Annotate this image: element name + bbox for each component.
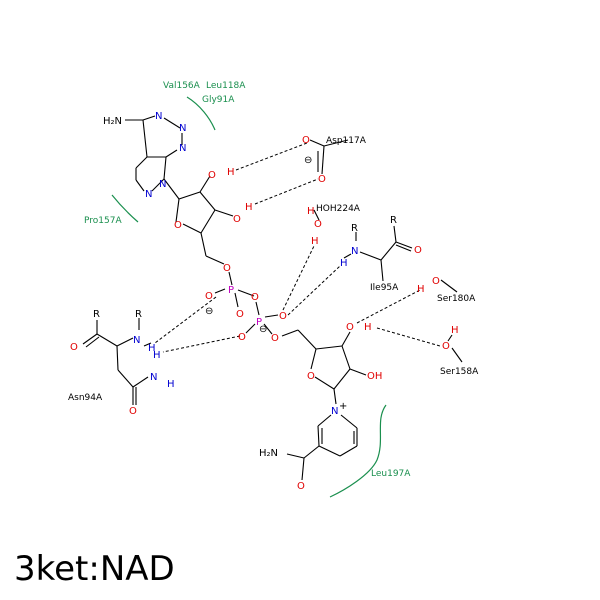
atom-o2-adenosine: O xyxy=(208,170,216,181)
leu197-label: Leu197A xyxy=(371,469,411,479)
ser158-h: H xyxy=(451,325,459,336)
pyridinium-ring xyxy=(286,414,358,481)
atom-pa: P xyxy=(228,285,234,296)
asn94-od1: O xyxy=(129,406,137,417)
charge-minus-1: ⊖ xyxy=(205,306,213,317)
adenosine-ribose xyxy=(163,175,234,265)
ser158-bond xyxy=(451,347,463,363)
amine-nh2-label: H₂N xyxy=(103,116,122,127)
ile95-r2: R xyxy=(390,215,397,226)
asn94-nd2-h2: H xyxy=(167,379,175,390)
asn94-label: Asn94A xyxy=(68,393,103,403)
ile95-r: R xyxy=(351,223,358,234)
atom-n3: N xyxy=(179,123,186,134)
asn94-r2: R xyxy=(135,309,142,320)
hoh224-h2: H xyxy=(311,236,319,247)
ser180-label: Ser180A xyxy=(437,294,476,304)
atom-o4-nicotinamide: O xyxy=(307,371,315,382)
asp117-charge: ⊖ xyxy=(304,155,312,166)
hydrophobic-arc-val156 xyxy=(186,96,216,131)
atom-n5: N xyxy=(145,189,152,200)
atom-h-o2: H xyxy=(227,167,235,178)
ser180-bond xyxy=(440,279,458,293)
charge-plus: + xyxy=(339,401,347,412)
pro157-label: Pro157A xyxy=(84,216,122,226)
hoh224-h1: H xyxy=(307,206,315,217)
atom-pn: P xyxy=(256,317,262,328)
asn94-nd2: N xyxy=(150,372,157,383)
ser158-oh-bond xyxy=(447,334,453,342)
atom-o3-adenosine: O xyxy=(233,214,241,225)
atom-n7: N xyxy=(179,143,186,154)
atom-h-o3n: H xyxy=(364,322,372,333)
atom-o-amide: O xyxy=(297,481,305,492)
hoh224-bond xyxy=(313,209,320,221)
asn94-o-backbone: O xyxy=(70,342,78,353)
asn94-residue xyxy=(82,318,152,405)
ile95-h: H xyxy=(340,258,348,269)
atom-on1: O xyxy=(279,311,287,322)
ser180-h: H xyxy=(417,284,425,295)
val156-label: Val156A xyxy=(163,81,201,91)
hoh224-o: O xyxy=(314,219,322,230)
leu118-label: Leu118A xyxy=(206,81,246,91)
ser180-o: O xyxy=(432,276,440,287)
atom-op2: O xyxy=(236,309,244,320)
ile95-n: N xyxy=(351,246,358,257)
ligand-title: 3ket:NAD xyxy=(14,549,175,589)
ile95-backbone xyxy=(343,225,413,282)
atom-o3p: O xyxy=(251,292,259,303)
atom-o2-nicotinamide: OH xyxy=(367,371,382,382)
asp117-sidechain xyxy=(309,139,349,175)
gly91-label: Gly91A xyxy=(202,95,235,105)
atom-n1: N xyxy=(155,111,162,122)
asp117-o1: O xyxy=(302,135,310,146)
adenine-ring xyxy=(125,115,183,192)
ser158-o: O xyxy=(442,341,450,352)
atom-op1: O xyxy=(205,291,213,302)
asn94-h: H xyxy=(148,343,156,354)
asn94-r: R xyxy=(93,309,100,320)
hoh224-label: HOH224A xyxy=(316,204,361,214)
atom-o3-nicotinamide: O xyxy=(346,322,354,333)
atom-n9: N xyxy=(159,179,166,190)
asp117-label: Asp117A xyxy=(326,136,367,146)
nicotinamide-ribose xyxy=(297,329,367,405)
atom-o5-adenosine: O xyxy=(223,263,231,274)
atom-o4-adenosine: O xyxy=(174,220,182,231)
atom-h-o3: H xyxy=(245,202,253,213)
ile95-label: Ile95A xyxy=(370,283,399,293)
asn94-nd2-h1: H xyxy=(153,350,161,361)
hydrophobic-arc-pro157 xyxy=(111,194,139,223)
asp117-o2: O xyxy=(318,174,326,185)
pyrophosphate xyxy=(214,271,299,337)
atom-o5-nicotinamide: O xyxy=(271,333,279,344)
ile95-o: O xyxy=(414,245,422,256)
charge-minus-2: ⊖ xyxy=(259,324,267,335)
atom-on2: O xyxy=(238,332,246,343)
hydrophobic-arc-leu197 xyxy=(329,404,387,498)
hydrogen-bonds xyxy=(154,142,441,353)
amide-nh2-label: H₂N xyxy=(259,448,278,459)
asn94-n: N xyxy=(133,335,140,346)
atom-n-pyridinium: N xyxy=(331,406,338,417)
ser158-label: Ser158A xyxy=(440,367,479,377)
